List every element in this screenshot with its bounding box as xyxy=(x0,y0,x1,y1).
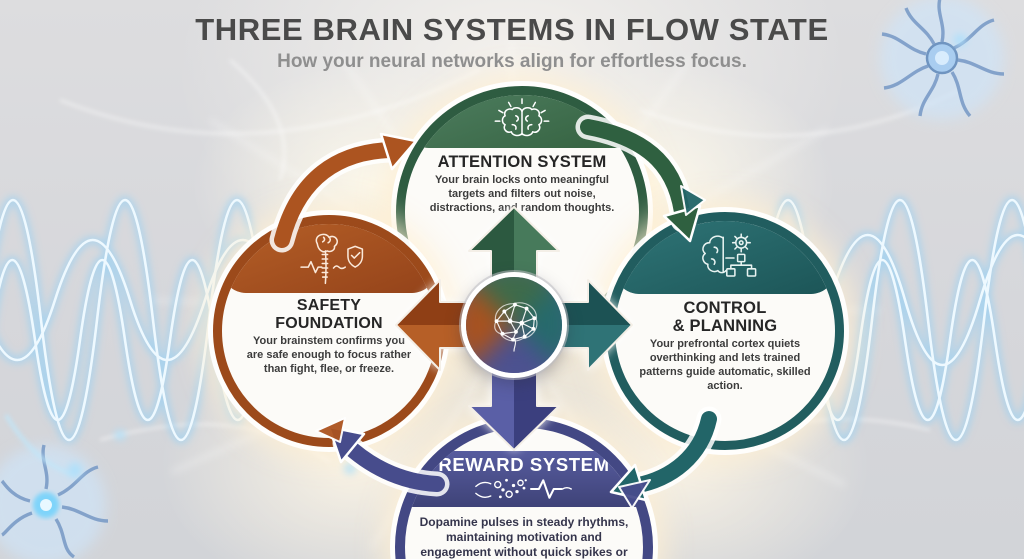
attention-body: Your brain locks onto meaningful targets… xyxy=(429,174,615,214)
brain-network-icon xyxy=(494,302,538,352)
page-title: THREE BRAIN SYSTEMS IN FLOW STATE xyxy=(195,12,829,47)
reward-node-inner: REWARD SYSTEM Dopamine pu xyxy=(405,428,643,559)
reward-band: REWARD SYSTEM xyxy=(405,451,643,507)
safety-node-inner: SAFETY FOUNDATION Your brainstem confirm… xyxy=(222,224,436,438)
neuron-bottom-left xyxy=(0,413,109,559)
attention-title: ATTENTION SYSTEM xyxy=(437,153,607,171)
attention-text: ATTENTION SYSTEM Your brain locks onto m… xyxy=(405,153,639,215)
control-planning-node: CONTROL & PLANNING Your prefrontal corte… xyxy=(606,212,844,450)
reward-system-node: REWARD SYSTEM Dopamine pu xyxy=(395,418,653,559)
attention-dome xyxy=(405,95,639,148)
brain-gear-flowchart-icon xyxy=(702,232,757,277)
header: THREE BRAIN SYSTEMS IN FLOW STATE How yo… xyxy=(0,12,1024,73)
safety-foundation-node: SAFETY FOUNDATION Your brainstem confirm… xyxy=(213,215,445,447)
reward-body: Dopamine pulses in steady rhythms, maint… xyxy=(419,515,629,559)
control-text: CONTROL & PLANNING Your prefrontal corte… xyxy=(615,299,835,393)
control-dome xyxy=(615,221,835,294)
reward-text: Dopamine pulses in steady rhythms, maint… xyxy=(405,512,643,559)
center-hub xyxy=(461,272,567,378)
safety-body: Your brainstem confirms you are safe eno… xyxy=(246,335,412,375)
dopamine-pulse-icon xyxy=(475,479,572,499)
page-subtitle: How your neural networks align for effor… xyxy=(277,51,747,72)
control-body: Your prefrontal cortex quiets overthinki… xyxy=(639,338,811,392)
reward-title: REWARD SYSTEM xyxy=(438,453,610,475)
safety-text: SAFETY FOUNDATION Your brainstem confirm… xyxy=(222,297,436,376)
control-node-inner: CONTROL & PLANNING Your prefrontal corte… xyxy=(615,221,835,441)
brainstem-shield-icon xyxy=(300,233,364,284)
safety-title: SAFETY FOUNDATION xyxy=(275,297,383,332)
brain-rays-icon xyxy=(494,97,550,136)
safety-dome xyxy=(222,224,436,293)
control-title: CONTROL & PLANNING xyxy=(672,299,778,336)
